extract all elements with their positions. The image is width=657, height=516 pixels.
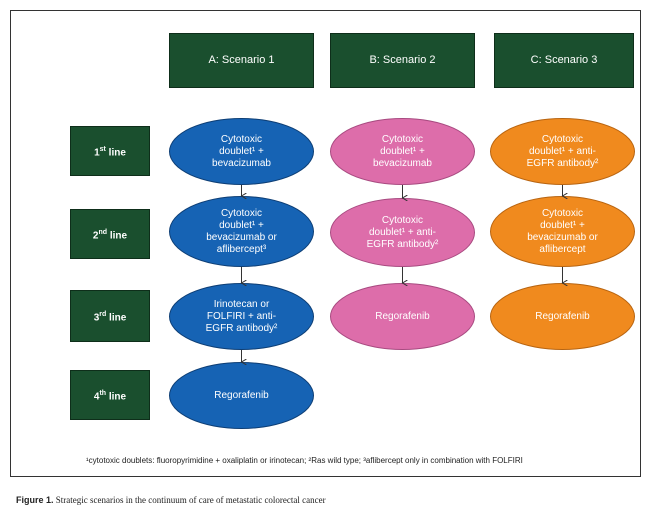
line-label-3: 3rd line xyxy=(70,290,150,342)
figure-label: Figure 1. xyxy=(16,495,54,505)
line-label-2: 2nd line xyxy=(70,209,150,259)
scenario-header-a: A: Scenario 1 xyxy=(169,33,314,88)
figure-caption-text: Strategic scenarios in the continuum of … xyxy=(55,495,326,505)
scenario-header-b: B: Scenario 2 xyxy=(330,33,475,88)
node-a4: Regorafenib xyxy=(169,362,314,429)
line-label-1: 1st line xyxy=(70,126,150,176)
figure-caption: Figure 1. Strategic scenarios in the con… xyxy=(16,495,326,505)
line-label-4: 4th line xyxy=(70,370,150,420)
node-b3: Regorafenib xyxy=(330,283,475,350)
node-c3: Regorafenib xyxy=(490,283,635,350)
scenario-header-c: C: Scenario 3 xyxy=(494,33,634,88)
footnote: ¹cytotoxic doublets: fluoropyrimidine + … xyxy=(86,456,523,465)
